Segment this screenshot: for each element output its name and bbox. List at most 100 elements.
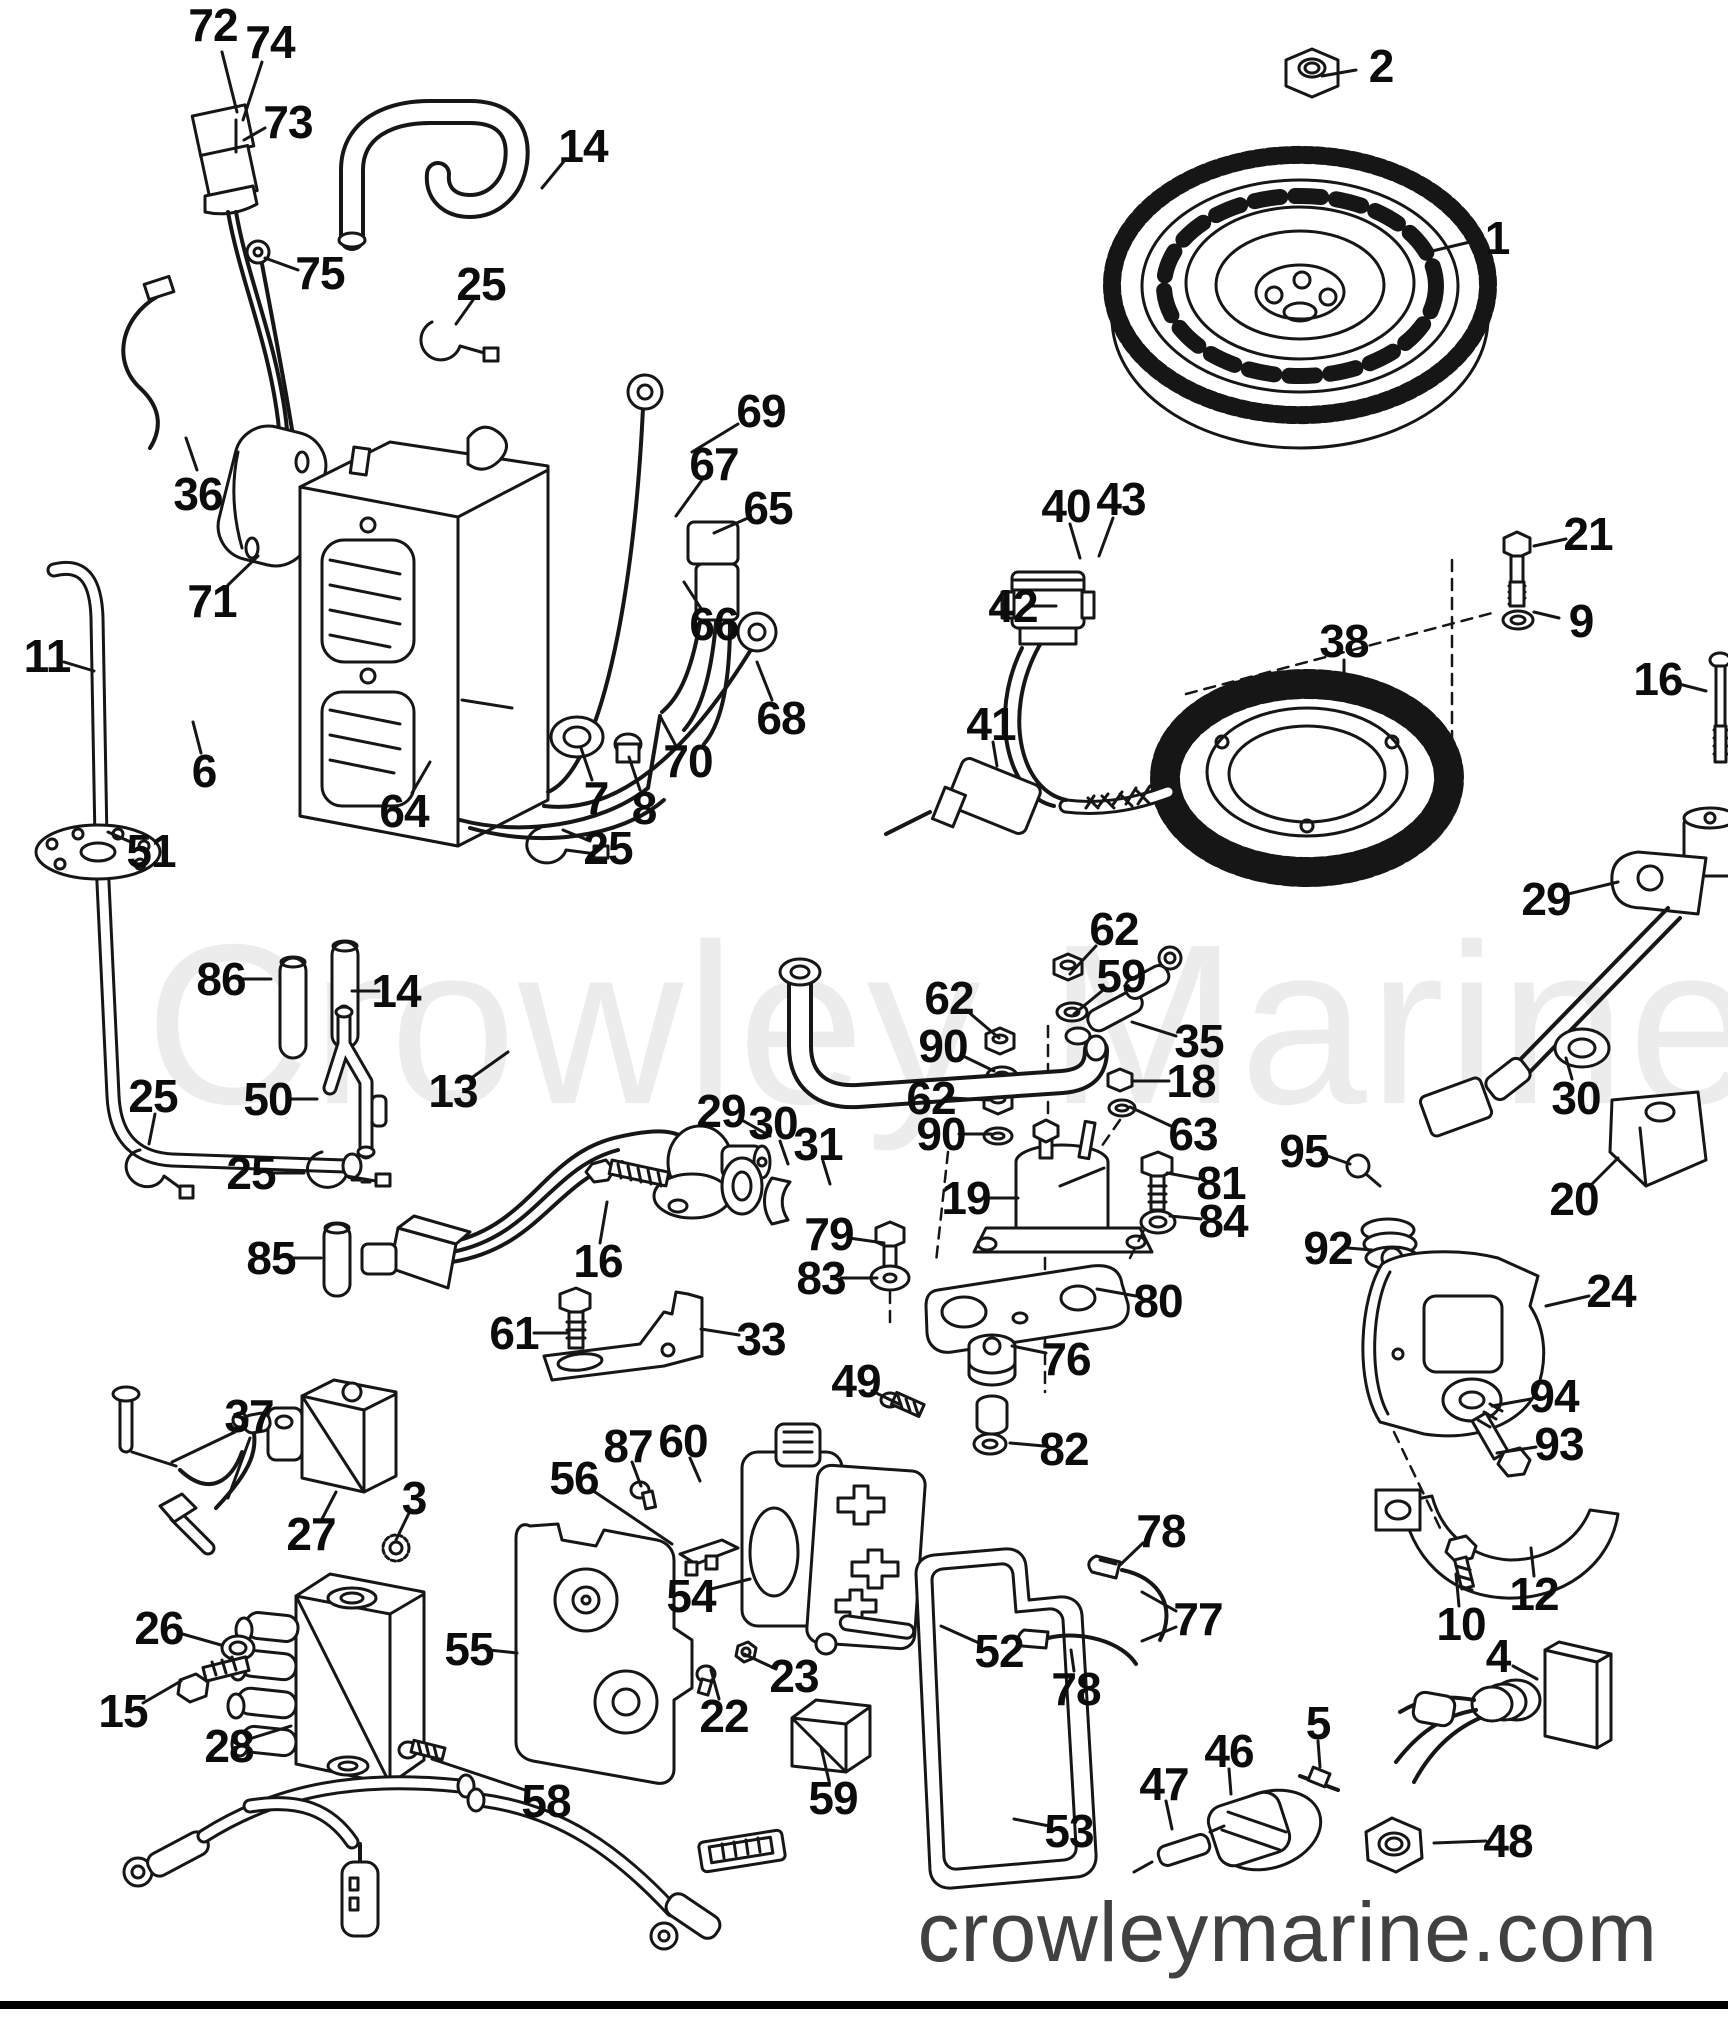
bracket-33: [542, 1290, 704, 1382]
part-label-90: 90: [916, 1108, 966, 1160]
part-label-90: 90: [918, 1020, 968, 1072]
part-label-58: 58: [521, 1775, 571, 1827]
part-label-29: 29: [1521, 873, 1571, 925]
part-label-56: 56: [549, 1452, 599, 1504]
part-label-12: 12: [1509, 1568, 1559, 1620]
leader-line-56: [590, 1488, 674, 1546]
leader-line-37: [170, 1430, 237, 1464]
part-label-35: 35: [1174, 1015, 1224, 1067]
part-label-85: 85: [246, 1232, 296, 1284]
leader-line-25: [454, 298, 475, 326]
part-label-8: 8: [631, 782, 658, 834]
part-label-9: 9: [1568, 595, 1595, 647]
leader-line-4: [1511, 1664, 1539, 1681]
part-label-73: 73: [263, 96, 313, 148]
part-label-92: 92: [1303, 1222, 1353, 1274]
leader-line-22: [709, 1668, 721, 1701]
cable-tie-25-left: [124, 1148, 195, 1200]
leader-line-64: [410, 760, 432, 795]
bolt-10: [1444, 1534, 1478, 1592]
part-label-69: 69: [736, 385, 786, 437]
leader-line-62: [949, 1096, 991, 1102]
leader-line-33: [699, 1327, 741, 1337]
ignition-coil-27: [231, 1378, 398, 1494]
ecu-module: [298, 425, 550, 848]
part-label-83: 83: [796, 1252, 846, 1304]
part-label-81: 81: [1196, 1157, 1246, 1209]
leader-line-58: [430, 1757, 530, 1793]
leader-line-77: [1140, 1625, 1178, 1643]
part-label-51: 51: [126, 825, 176, 877]
part-label-67: 67: [689, 438, 739, 490]
leader-line-30: [778, 1139, 790, 1166]
leader-line-59: [819, 1745, 831, 1783]
part-label-76: 76: [1041, 1333, 1091, 1385]
leader-line-74: [241, 60, 264, 122]
screw-87: [629, 1480, 658, 1511]
leader-line-59: [1072, 989, 1104, 1016]
leader-line-60: [688, 1456, 702, 1483]
connector-46: [1206, 1788, 1323, 1872]
leader-line-25: [561, 828, 592, 843]
part-label-74: 74: [245, 16, 295, 68]
leader-line-2: [1320, 68, 1358, 78]
hose-13: [778, 957, 1109, 1110]
mount-plate-80: [924, 1264, 1130, 1354]
part-label-72: 72: [188, 0, 238, 51]
leader-line-47: [1164, 1799, 1174, 1831]
part-label-2: 2: [1368, 40, 1395, 92]
part-label-62: 62: [924, 972, 974, 1024]
leader-line-35: [1130, 1020, 1178, 1038]
cover-55: [514, 1522, 694, 1785]
leader-line-16: [598, 1200, 609, 1245]
leader-line-73: [242, 126, 267, 142]
part-label-7: 7: [583, 772, 610, 824]
part-label-79: 79: [804, 1208, 854, 1260]
leader-line-72: [220, 50, 239, 114]
bolt-61: [558, 1286, 592, 1350]
part-label-13: 13: [428, 1065, 478, 1117]
part-label-24: 24: [1586, 1265, 1636, 1317]
leader-line-71: [226, 554, 260, 587]
leader-line-92: [1346, 1246, 1374, 1252]
leader-line-37: [226, 1436, 252, 1500]
part-label-3: 3: [401, 1472, 428, 1524]
part-label-49: 49: [831, 1355, 881, 1407]
part-label-70: 70: [663, 735, 713, 787]
leader-line-6: [191, 720, 203, 755]
part-label-30: 30: [1551, 1072, 1601, 1124]
part-label-75: 75: [295, 247, 345, 299]
part-label-50: 50: [243, 1073, 293, 1125]
leader-line-8: [627, 755, 642, 792]
leader-line-55: [487, 1648, 519, 1655]
part-label-87: 87: [603, 1420, 653, 1472]
part-label-77: 77: [1173, 1593, 1223, 1645]
leader-line-24: [1544, 1294, 1591, 1308]
part-label-20: 20: [1549, 1173, 1599, 1225]
leader-line-21: [1532, 537, 1568, 548]
fuse-box-54-52: [740, 1422, 927, 1656]
leader-line-52: [939, 1624, 981, 1645]
leader-line-87: [630, 1460, 643, 1488]
part-label-33: 33: [736, 1313, 786, 1365]
temp-sensor-wire: [121, 274, 176, 450]
leader-line-66: [682, 580, 704, 612]
cable-tie-below-ecu: [525, 826, 610, 865]
screw-49: [879, 1390, 926, 1418]
leader-line-23: [742, 1652, 778, 1671]
part-label-62: 62: [1089, 903, 1139, 955]
part-label-54: 54: [666, 1570, 716, 1622]
leader-line-62: [964, 1008, 1001, 1040]
leader-line-16: [1677, 682, 1708, 693]
bottom-border: [0, 2001, 1728, 2009]
leader-line-82: [1008, 1441, 1046, 1448]
washer-26-bolt-15: [176, 1634, 256, 1704]
crank-sensor-right: [1418, 806, 1728, 1138]
part-label-14: 14: [558, 120, 608, 172]
part-label-93: 93: [1534, 1418, 1584, 1470]
stator-hardware: [1184, 530, 1728, 800]
part-label-95: 95: [1279, 1125, 1329, 1177]
part-label-37: 37: [224, 1390, 274, 1442]
leader-line-43: [1097, 516, 1115, 558]
leader-line-15: [141, 1679, 183, 1705]
